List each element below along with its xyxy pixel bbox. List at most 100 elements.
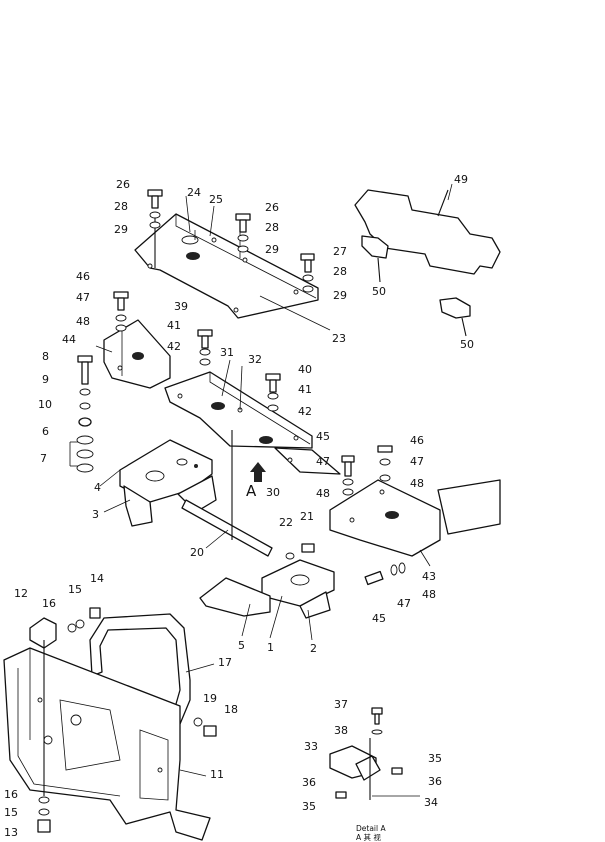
strip-30 xyxy=(274,447,341,475)
bolt-stack-top-right xyxy=(300,253,315,293)
rod-20 xyxy=(181,430,273,557)
part-number-49: 49 xyxy=(454,173,468,186)
part-number-1: 1 xyxy=(267,641,274,654)
part-number-31: 31 xyxy=(220,346,234,359)
main-frame-11 xyxy=(3,647,211,841)
part-number-34: 34 xyxy=(424,796,438,809)
part-number-13: 13 xyxy=(4,826,18,839)
part-number-18: 18 xyxy=(224,703,238,716)
bolt-stack-45 xyxy=(341,455,355,496)
part-number-4: 4 xyxy=(94,481,101,494)
lower-bracket-1-2-5 xyxy=(199,559,335,619)
part-number-7: 7 xyxy=(40,452,47,465)
bolt-13-15-16 xyxy=(37,640,51,833)
part-number-19: 19 xyxy=(203,692,217,705)
part-number-9: 9 xyxy=(42,373,49,386)
bolt-stack-46 xyxy=(113,291,129,332)
bolt-21-22 xyxy=(285,543,315,560)
part-number-46: 46 xyxy=(76,270,90,283)
part-number-36: 36 xyxy=(428,775,442,788)
part-number-44: 44 xyxy=(62,333,76,346)
part-number-47: 47 xyxy=(316,455,330,468)
part-number-25: 25 xyxy=(209,193,223,206)
part-number-45: 45 xyxy=(316,430,330,443)
part-number-35: 35 xyxy=(428,752,442,765)
part-number-23: 23 xyxy=(332,332,346,345)
side-bracket-44 xyxy=(103,319,171,389)
floor-mat-49 xyxy=(354,189,501,275)
part-number-50: 50 xyxy=(460,338,474,351)
part-number-50: 50 xyxy=(372,285,386,298)
part-number-47: 47 xyxy=(410,455,424,468)
bolt-stack-top-middle xyxy=(235,213,251,253)
part-number-38: 38 xyxy=(334,724,348,737)
part-number-40: 40 xyxy=(298,363,312,376)
bracket-12 xyxy=(29,617,57,649)
part-number-26: 26 xyxy=(265,201,279,214)
bracket-50a xyxy=(361,235,389,283)
part-number-37: 37 xyxy=(334,698,348,711)
cover-plate-23 xyxy=(134,212,319,319)
part-number-45: 45 xyxy=(372,612,386,625)
part-number-17: 17 xyxy=(218,656,232,669)
part-number-48: 48 xyxy=(316,487,330,500)
right-console-43 xyxy=(329,479,501,557)
part-number-41: 41 xyxy=(298,383,312,396)
part-number-6: 6 xyxy=(42,425,49,438)
part-number-21: 21 xyxy=(300,510,314,523)
part-number-29: 29 xyxy=(114,223,128,236)
bolt-18-19 xyxy=(193,717,217,737)
bolt-stack-46b xyxy=(377,445,393,482)
detail-subtitle: A 其 视 xyxy=(356,832,381,842)
part-number-46: 46 xyxy=(410,434,424,447)
part-number-47: 47 xyxy=(76,291,90,304)
view-label-A: A xyxy=(246,482,257,500)
part-number-16: 16 xyxy=(42,597,56,610)
part-number-28: 28 xyxy=(333,265,347,278)
part-number-41: 41 xyxy=(167,319,181,332)
detail-title: Detail A xyxy=(356,824,386,833)
part-number-48: 48 xyxy=(410,477,424,490)
part-number-42: 42 xyxy=(167,340,181,353)
part-number-2: 2 xyxy=(310,642,317,655)
part-number-3: 3 xyxy=(92,508,99,521)
part-number-8: 8 xyxy=(42,350,49,363)
part-number-48: 48 xyxy=(76,315,90,328)
part-number-5: 5 xyxy=(238,639,245,652)
part-number-47: 47 xyxy=(397,597,411,610)
bolt-stack-top-left xyxy=(147,189,163,229)
part-number-16: 16 xyxy=(4,788,18,801)
part-number-42: 42 xyxy=(298,405,312,418)
bolt-stack-39 xyxy=(197,329,213,366)
part-number-29: 29 xyxy=(333,289,347,302)
part-number-24: 24 xyxy=(187,186,201,199)
part-number-35: 35 xyxy=(302,800,316,813)
part-number-22: 22 xyxy=(279,516,293,529)
part-number-12: 12 xyxy=(14,587,28,600)
part-number-10: 10 xyxy=(38,398,52,411)
leader-lines xyxy=(69,183,453,797)
part-number-28: 28 xyxy=(265,221,279,234)
part-number-29: 29 xyxy=(265,243,279,256)
part-number-14: 14 xyxy=(90,572,104,585)
part-number-15: 15 xyxy=(68,583,82,596)
part-number-33: 33 xyxy=(304,740,318,753)
bolt-stack-45b xyxy=(364,562,406,586)
part-number-26: 26 xyxy=(116,178,130,191)
bolt-stack-8 xyxy=(76,355,94,473)
part-number-28: 28 xyxy=(114,200,128,213)
bolt-14-15-16 xyxy=(67,607,101,633)
bolt-stack-40 xyxy=(265,373,281,412)
view-arrow-A xyxy=(250,462,266,482)
part-number-20: 20 xyxy=(190,546,204,559)
part-number-36: 36 xyxy=(302,776,316,789)
part-number-30: 30 xyxy=(266,486,280,499)
detail-A-assembly xyxy=(329,707,403,800)
bracket-50b xyxy=(439,297,471,337)
part-number-15: 15 xyxy=(4,806,18,819)
part-number-48: 48 xyxy=(422,588,436,601)
part-number-39: 39 xyxy=(174,300,188,313)
part-number-32: 32 xyxy=(248,353,262,366)
middle-plate-32 xyxy=(164,371,313,449)
